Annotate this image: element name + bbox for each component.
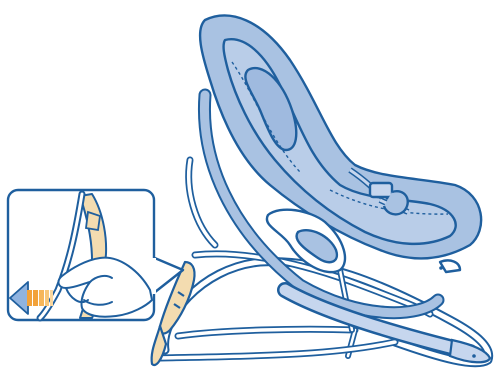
detail-inset bbox=[8, 190, 183, 320]
